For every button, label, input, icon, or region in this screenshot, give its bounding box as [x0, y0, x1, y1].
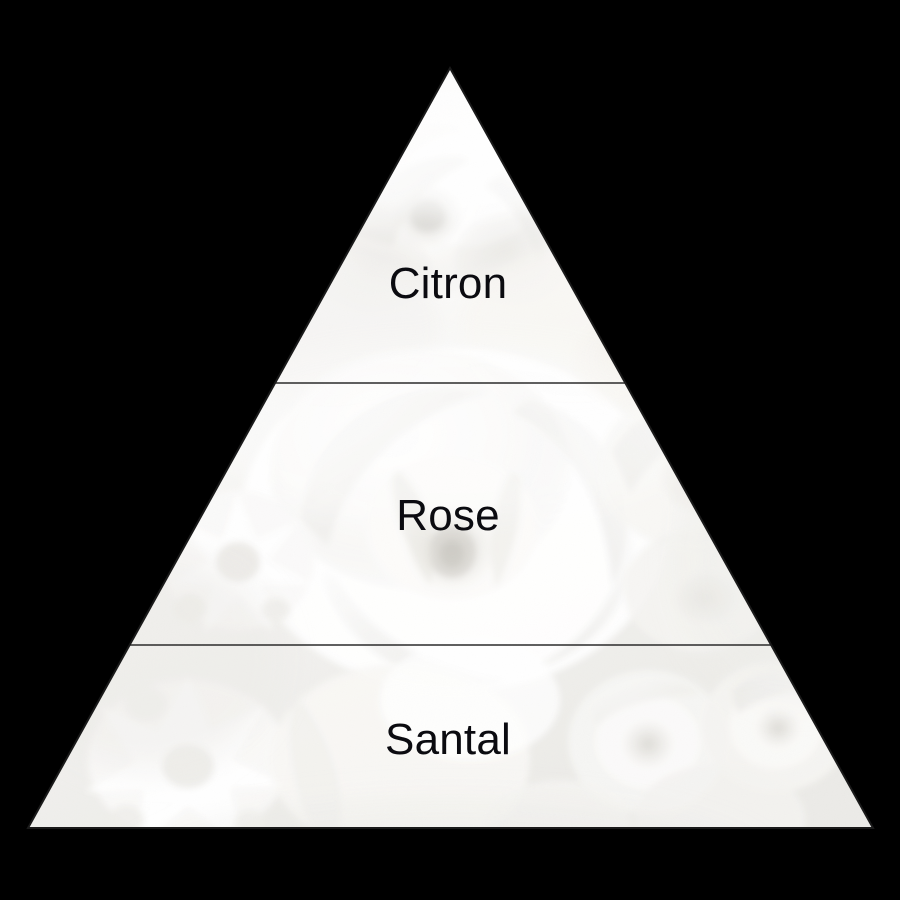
tier-labels: Citron Rose Santal — [385, 259, 511, 764]
tier-label-bottom: Santal — [385, 715, 511, 764]
tier-label-middle: Rose — [396, 491, 500, 540]
tier-label-top: Citron — [389, 259, 508, 308]
pyramid-outline — [26, 65, 875, 829]
